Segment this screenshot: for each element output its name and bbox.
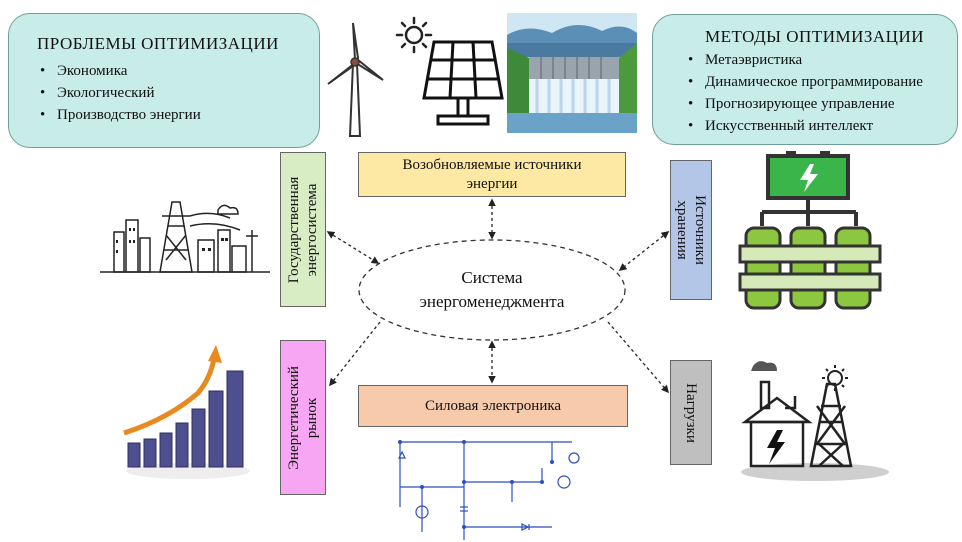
list-item: Производство энергии [40,104,319,126]
hydro-dam-icon [507,13,637,133]
methods-box: МЕТОДЫ ОПТИМИЗАЦИИ Метаэвристика Динамич… [652,14,958,145]
ems-label: Система энергоменеджмента [372,266,612,314]
renewables-label-line2: энергии [466,176,518,192]
market-box: Энергетический рынок [280,340,326,495]
list-item: Экономика [40,60,319,82]
list-item: Экологический [40,82,319,104]
circuit-icon [398,440,580,540]
problems-box: ПРОБЛЕМЫ ОПТИМИЗАЦИИ Экономика Экологиче… [8,13,320,148]
grid-box: Государственная энергосистема [280,152,326,307]
arrow-storage [618,231,670,271]
arrow-grid [326,231,380,264]
methods-list: Метаэвристика Динамическое программирова… [685,49,957,137]
ems-label-line1: Система [461,268,523,287]
problems-list: Экономика Экологический Производство эне… [37,60,319,126]
renewables-box: Возобновляемые источники энергии [358,152,626,197]
electronics-box: Силовая электроника [358,385,628,427]
storage-box: Источники хранения [670,160,712,300]
wind-turbine-icon [327,22,384,137]
list-item: Прогнозирующее управление [688,93,957,115]
growth-chart-icon [123,345,250,479]
methods-title: МЕТОДЫ ОПТИМИЗАЦИИ [705,27,924,46]
ems-ellipse [358,239,626,341]
electronics-label: Силовая электроника [424,398,562,414]
list-item: Метаэвристика [688,49,957,71]
solar-panel-icon [422,40,504,126]
problems-title: ПРОБЛЕМЫ ОПТИМИЗАЦИИ [37,34,279,53]
list-item: Динамическое программирование [688,71,957,93]
ems-label-line2: энергоменеджмента [419,292,565,311]
battery-storage-icon [738,151,882,310]
loads-box: Нагрузки [670,360,712,465]
list-item: Искусственный интеллект [688,115,957,137]
renewables-label-line1: Возобновляемые источники [402,157,582,173]
house-tower-icon [741,361,889,481]
arrow-market [329,321,381,387]
sun-icon [395,16,433,54]
arrow-loads [607,321,670,394]
city-grid-icon [100,201,270,273]
